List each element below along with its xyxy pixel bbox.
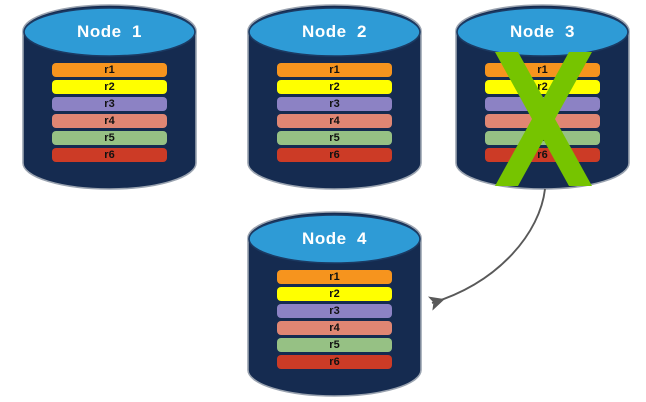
record-bar[interactable]: r6 [52, 148, 167, 162]
record-bar[interactable]: r1 [277, 270, 392, 284]
record-bar[interactable]: r5 [485, 131, 600, 145]
record-bar[interactable]: r6 [277, 148, 392, 162]
record-bar[interactable]: r6 [277, 355, 392, 369]
record-bar[interactable]: r1 [277, 63, 392, 77]
record-bar[interactable]: r3 [277, 97, 392, 111]
arrow-line [427, 188, 546, 311]
record-bar[interactable]: r4 [52, 114, 167, 128]
record-bar[interactable]: r3 [485, 97, 600, 111]
record-bar[interactable]: r2 [485, 80, 600, 94]
record-bar[interactable]: r5 [52, 131, 167, 145]
record-bar[interactable]: r3 [277, 304, 392, 318]
record-bar[interactable]: r3 [52, 97, 167, 111]
record-bar[interactable]: r5 [277, 338, 392, 352]
record-bar[interactable]: r6 [485, 148, 600, 162]
record-bar[interactable]: r4 [277, 114, 392, 128]
cylinder-top [456, 7, 629, 57]
record-bar[interactable]: r1 [485, 63, 600, 77]
record-bar[interactable]: r4 [277, 321, 392, 335]
cylinder-top [248, 214, 421, 264]
record-bar[interactable]: r2 [277, 287, 392, 301]
cylinder-top [23, 7, 196, 57]
record-bar[interactable]: r4 [485, 114, 600, 128]
record-bar[interactable]: r2 [52, 80, 167, 94]
cylinder-top [248, 7, 421, 57]
record-bar[interactable]: r1 [52, 63, 167, 77]
record-bar[interactable]: r2 [277, 80, 392, 94]
record-bar[interactable]: r5 [277, 131, 392, 145]
